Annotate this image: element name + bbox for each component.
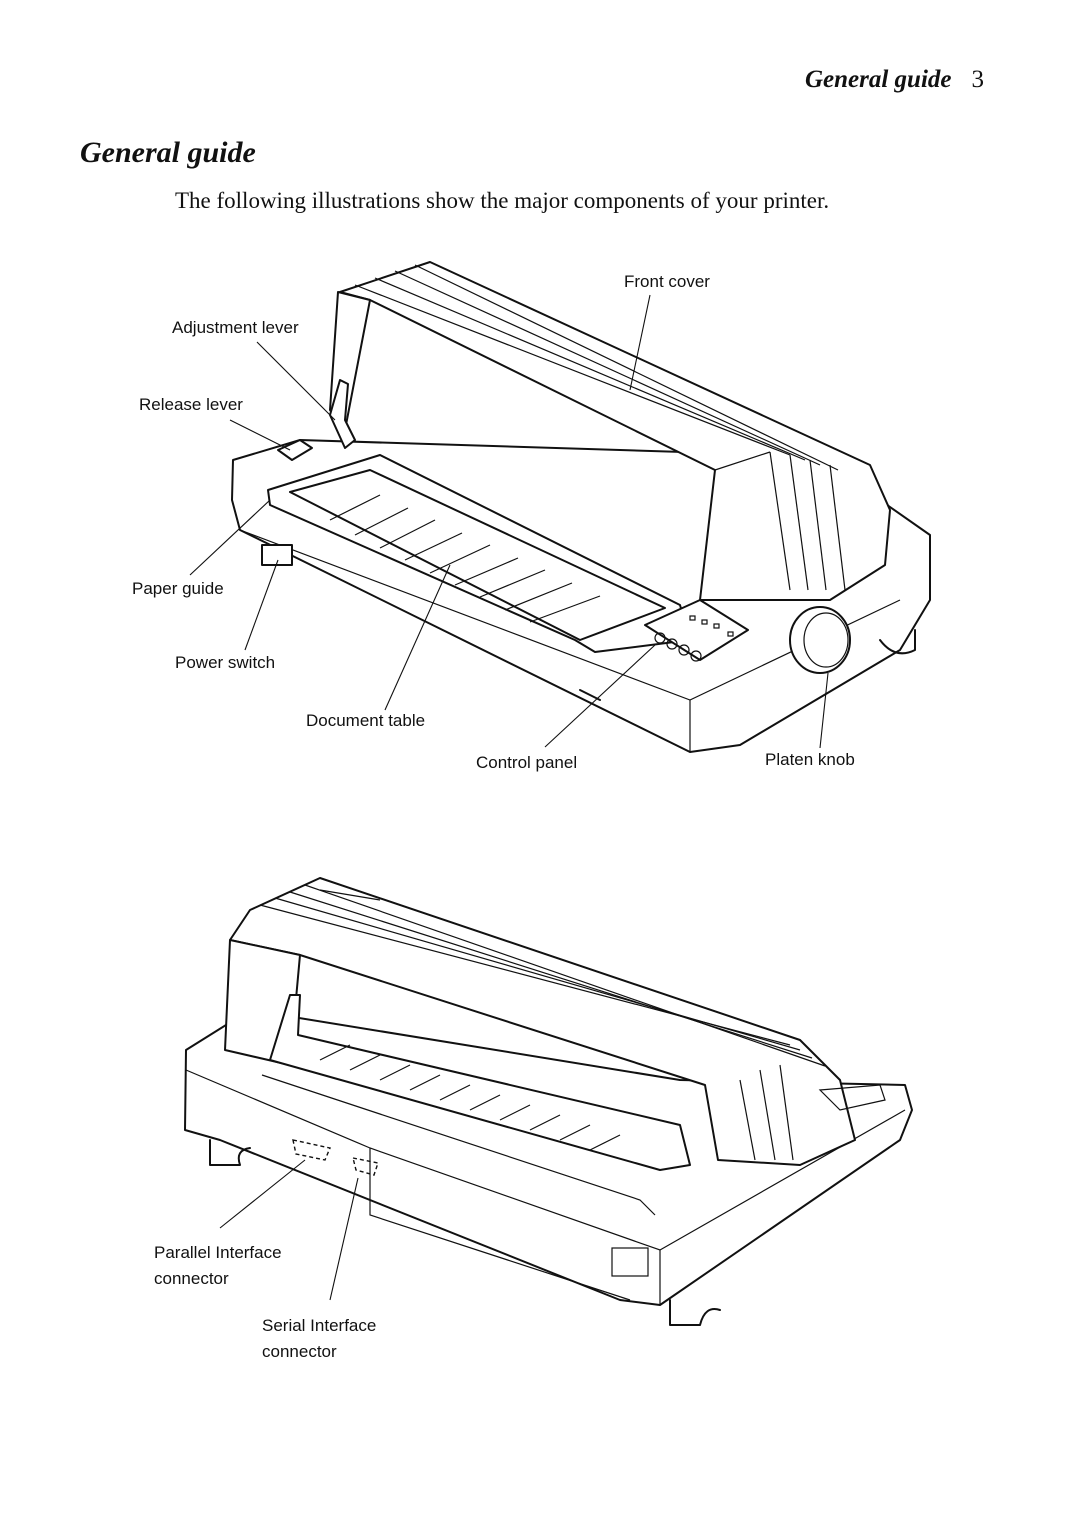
document-table [289,469,666,641]
printer-rear-illustration [184,877,913,1326]
page-title: General guide [80,136,256,169]
label-release-lever: Release lever [139,395,243,414]
platen-knob [789,606,851,674]
serial-interface-connector [352,1157,379,1176]
control-panel [644,599,749,661]
parallel-interface-connector [292,1139,331,1161]
running-head-section: General guide [804,66,952,93]
label-parallel-line1: Parallel Interface [154,1243,282,1262]
printer-front-illustration [189,261,931,753]
release-lever [277,439,313,461]
label-parallel-line2: connector [154,1269,229,1288]
label-serial-interface-connector: Serial Interface connector [262,1313,376,1365]
rear-cover [229,877,856,1166]
label-control-panel: Control panel [476,753,578,772]
power-switch [261,544,293,566]
label-serial-line2: connector [262,1342,337,1361]
label-power-switch: Power switch [175,653,276,672]
page-number: 3 [971,66,985,93]
label-adjustment-lever: Adjustment lever [172,318,299,337]
adjustment-lever [329,379,356,449]
front-cover [339,261,891,601]
label-paper-guide: Paper guide [132,579,224,598]
label-document-table: Document table [306,711,426,730]
label-serial-line1: Serial Interface [262,1316,377,1335]
label-parallel-interface-connector: Parallel Interface connector [154,1240,282,1292]
label-platen-knob: Platen knob [765,750,855,769]
running-head: General guide 3 [805,66,984,94]
intro-paragraph: The following illustrations show the maj… [175,188,830,213]
label-front-cover: Front cover [624,272,710,291]
